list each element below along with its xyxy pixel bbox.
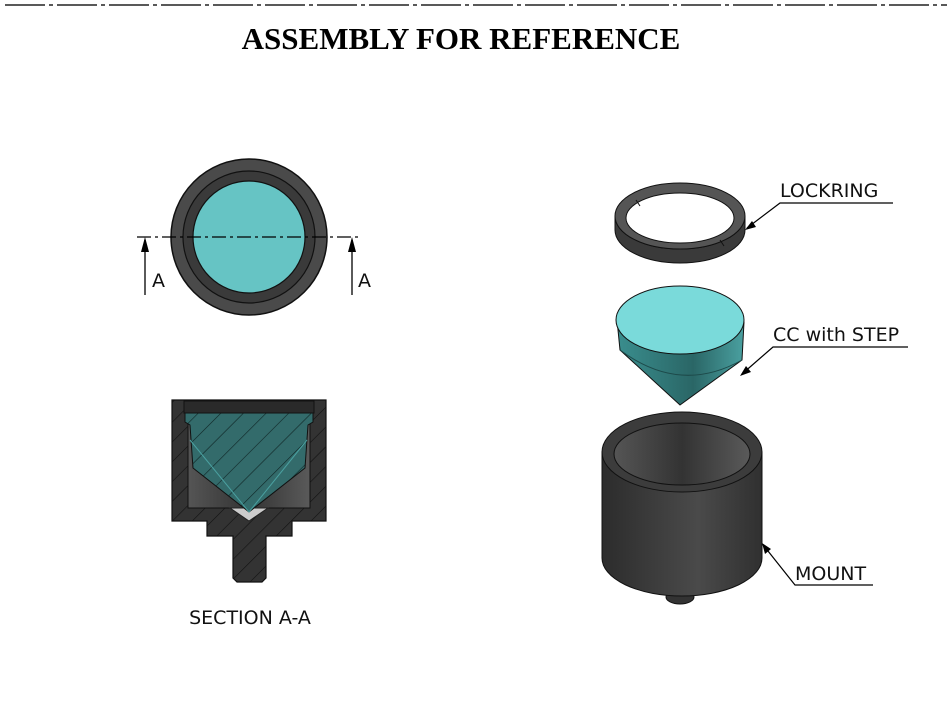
callout-lockring: LOCKRING xyxy=(745,180,893,230)
section-view: SECTION A-A xyxy=(171,399,327,629)
arrow-icon xyxy=(141,237,149,252)
callout-cone: CC with STEP xyxy=(740,324,908,376)
drawing-title: ASSEMBLY FOR REFERENCE xyxy=(242,21,681,56)
callout-cone-label: CC with STEP xyxy=(773,324,899,346)
arrow-icon xyxy=(348,237,356,252)
cone-part xyxy=(615,285,745,406)
callout-mount: MOUNT xyxy=(762,543,873,586)
callout-lockring-label: LOCKRING xyxy=(780,180,878,202)
section-label-left: A xyxy=(152,270,165,292)
callout-mount-label: MOUNT xyxy=(795,563,866,585)
section-label-right: A xyxy=(358,270,371,292)
section-caption: SECTION A-A xyxy=(189,607,311,629)
lockring-part xyxy=(614,182,746,264)
mount-part xyxy=(601,411,763,605)
top-view: A A xyxy=(137,158,371,316)
